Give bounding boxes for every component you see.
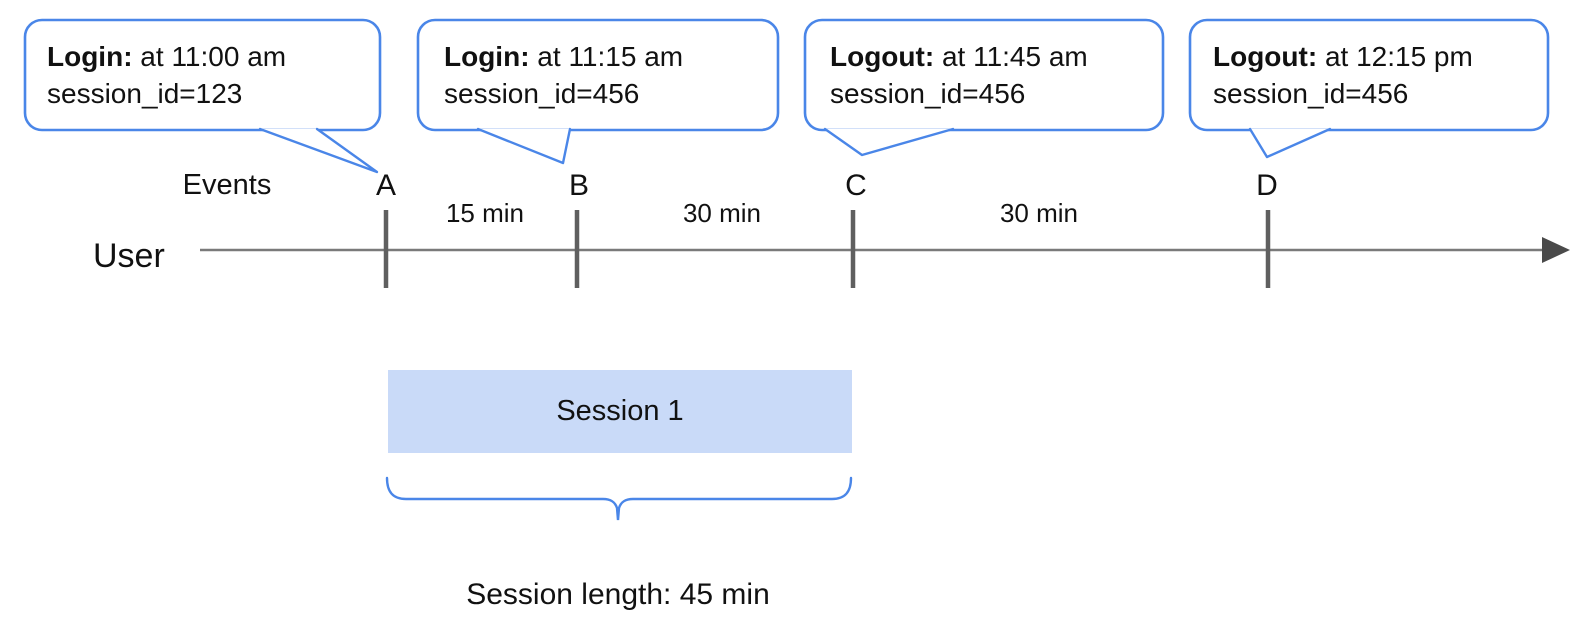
user-label: User bbox=[93, 237, 165, 275]
callout-tail-d bbox=[1248, 127, 1332, 159]
session-id-label: session_id=456 bbox=[444, 78, 640, 109]
event-type-label: Login: bbox=[444, 41, 530, 72]
marker-label-b: B bbox=[568, 169, 590, 202]
callout-bubble-d bbox=[1188, 18, 1550, 132]
callout-bubble-a bbox=[23, 18, 382, 132]
callout-tail-c bbox=[823, 127, 955, 157]
events-label: Events bbox=[182, 169, 272, 201]
callout-text-a: Login: at 11:00 am session_id=123 bbox=[47, 38, 286, 112]
callout-bubble-b bbox=[416, 18, 780, 132]
event-time-label: at 11:45 am bbox=[934, 41, 1088, 72]
event-type-label: Logout: bbox=[1213, 41, 1318, 72]
marker-label-c: C bbox=[845, 169, 867, 202]
callout-bubble-c bbox=[803, 18, 1165, 132]
session-length-label: Session length: 45 min bbox=[466, 578, 770, 611]
marker-label-d: D bbox=[1256, 169, 1278, 202]
callout-line-1: Logout: at 11:45 am bbox=[830, 38, 1088, 75]
interval-label-1: 15 min bbox=[445, 198, 525, 228]
callout-tail-b bbox=[476, 127, 572, 165]
callout-line-1: Login: at 11:15 am bbox=[444, 38, 683, 75]
session-id-label: session_id=456 bbox=[830, 78, 1026, 109]
session-id-label: session_id=123 bbox=[47, 78, 243, 109]
event-type-label: Login: bbox=[47, 41, 133, 72]
callout-text-d: Logout: at 12:15 pm session_id=456 bbox=[1213, 38, 1473, 112]
event-time-label: at 11:15 am bbox=[529, 41, 684, 72]
timeline-arrowhead-icon bbox=[1542, 237, 1570, 263]
callout-text-b: Login: at 11:15 am session_id=456 bbox=[444, 38, 683, 112]
interval-label-2: 30 min bbox=[682, 198, 762, 228]
event-time-label: at 11:00 am bbox=[132, 41, 287, 72]
callout-line-1: Logout: at 12:15 pm bbox=[1213, 38, 1473, 75]
callout-text-c: Logout: at 11:45 am session_id=456 bbox=[830, 38, 1088, 112]
callout-tail-a bbox=[258, 127, 379, 174]
session-brace bbox=[385, 476, 853, 521]
event-type-label: Logout: bbox=[830, 41, 935, 72]
event-time-label: at 12:15 pm bbox=[1317, 41, 1473, 72]
callout-line-1: Login: at 11:00 am bbox=[47, 38, 286, 75]
session-box-label: Session 1 bbox=[556, 395, 684, 427]
marker-label-a: A bbox=[375, 169, 397, 202]
interval-label-3: 30 min bbox=[999, 198, 1079, 228]
session-box bbox=[388, 370, 852, 453]
session-id-label: session_id=456 bbox=[1213, 78, 1409, 109]
